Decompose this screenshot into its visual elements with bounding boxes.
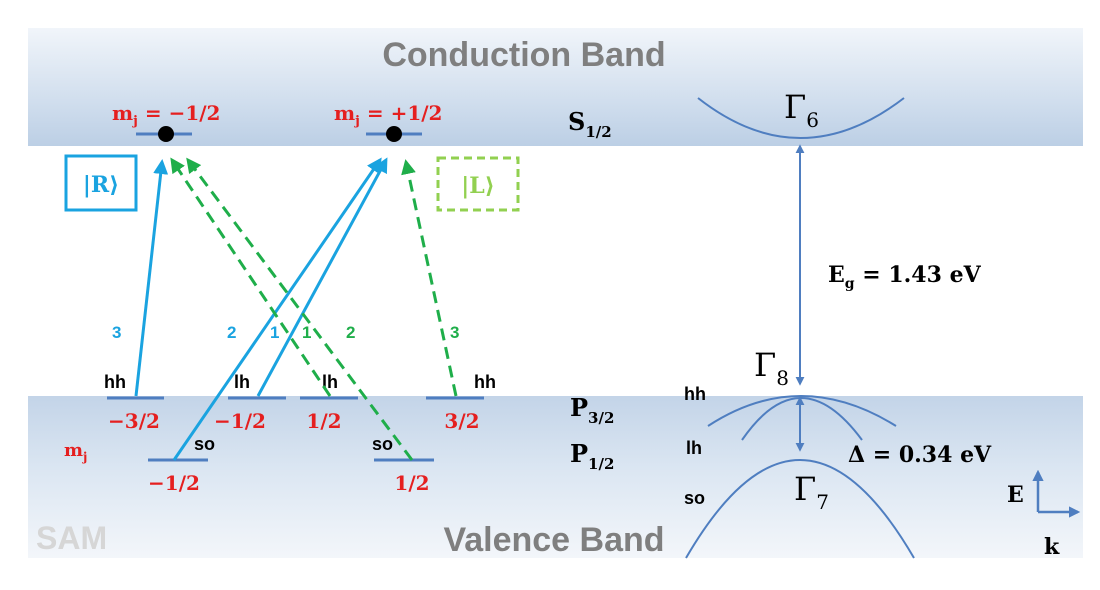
- conduction-band-title: Conduction Band: [382, 36, 665, 74]
- axis-k-label: k: [1044, 534, 1060, 560]
- hh-band-curve: [707, 395, 897, 427]
- p12-label: P1/2: [570, 439, 614, 473]
- mj-lh-left: −1/2: [214, 409, 266, 433]
- band-hh-label: hh: [684, 384, 706, 404]
- transition-sigma-minus-so: [186, 157, 414, 461]
- mj-axis-label: mj: [64, 440, 87, 464]
- sam-label: SAM: [36, 520, 107, 556]
- so-label-right: so: [372, 434, 393, 454]
- gamma6-label: Γ6: [784, 88, 819, 132]
- lh-label-left: lh: [234, 372, 250, 392]
- mj-hh-right: 3/2: [444, 409, 479, 433]
- weight-blue-so: 1: [270, 323, 279, 342]
- mj-so-left: −1/2: [148, 471, 200, 495]
- transition-sigma-plus-lh: [256, 157, 388, 397]
- transition-sigma-plus-so: [172, 157, 382, 461]
- mj-so-right: 1/2: [394, 471, 429, 495]
- transition-sigma-minus-hh: [401, 159, 458, 397]
- transition-sigma-minus-lh: [170, 157, 332, 397]
- cb-mj-label-right: mj = +1/2: [334, 101, 442, 129]
- hh-label-left: hh: [104, 372, 126, 392]
- cb-mj-label-left: mj = −1/2: [112, 101, 220, 129]
- s-state-label: S1/2: [568, 107, 612, 141]
- transition-sigma-plus-hh: [134, 159, 169, 397]
- band-gap-label: Eg = 1.43 eV: [828, 262, 982, 292]
- spin-orbit-label: Δ = 0.34 eV: [848, 442, 992, 468]
- band-so-label: so: [684, 488, 705, 508]
- gamma7-label: Γ7: [794, 470, 829, 514]
- valence-band-title: Valence Band: [443, 521, 664, 559]
- hh-label-right: hh: [474, 372, 496, 392]
- axis-e-label: E: [1007, 482, 1024, 508]
- mj-hh-left: −3/2: [108, 409, 160, 433]
- weight-blue-lh: 2: [227, 323, 236, 342]
- valence-band-region: [28, 396, 1083, 558]
- lh-label-right: lh: [322, 372, 338, 392]
- p32-label: P3/2: [570, 393, 614, 427]
- electron-left: [158, 126, 174, 142]
- weight-green-so: 1: [302, 323, 311, 342]
- sigma-plus-label: |R⟩: [83, 172, 119, 198]
- weight-green-lh: 2: [346, 323, 355, 342]
- electron-right: [386, 126, 402, 142]
- conduction-band-region: [28, 28, 1083, 146]
- band-lh-label: lh: [686, 438, 702, 458]
- sigma-plus-box: [64, 154, 138, 212]
- weight-blue-hh: 3: [112, 323, 121, 342]
- mj-lh-right: 1/2: [306, 409, 341, 433]
- weight-green-hh: 3: [450, 323, 459, 342]
- gamma8-label: Γ8: [754, 346, 789, 390]
- gamma6-band-curve: [697, 97, 905, 139]
- so-label-left: so: [194, 434, 215, 454]
- sigma-minus-box: [436, 156, 520, 212]
- so-band-curve: [685, 459, 915, 559]
- sigma-minus-label: |L⟩: [461, 173, 495, 199]
